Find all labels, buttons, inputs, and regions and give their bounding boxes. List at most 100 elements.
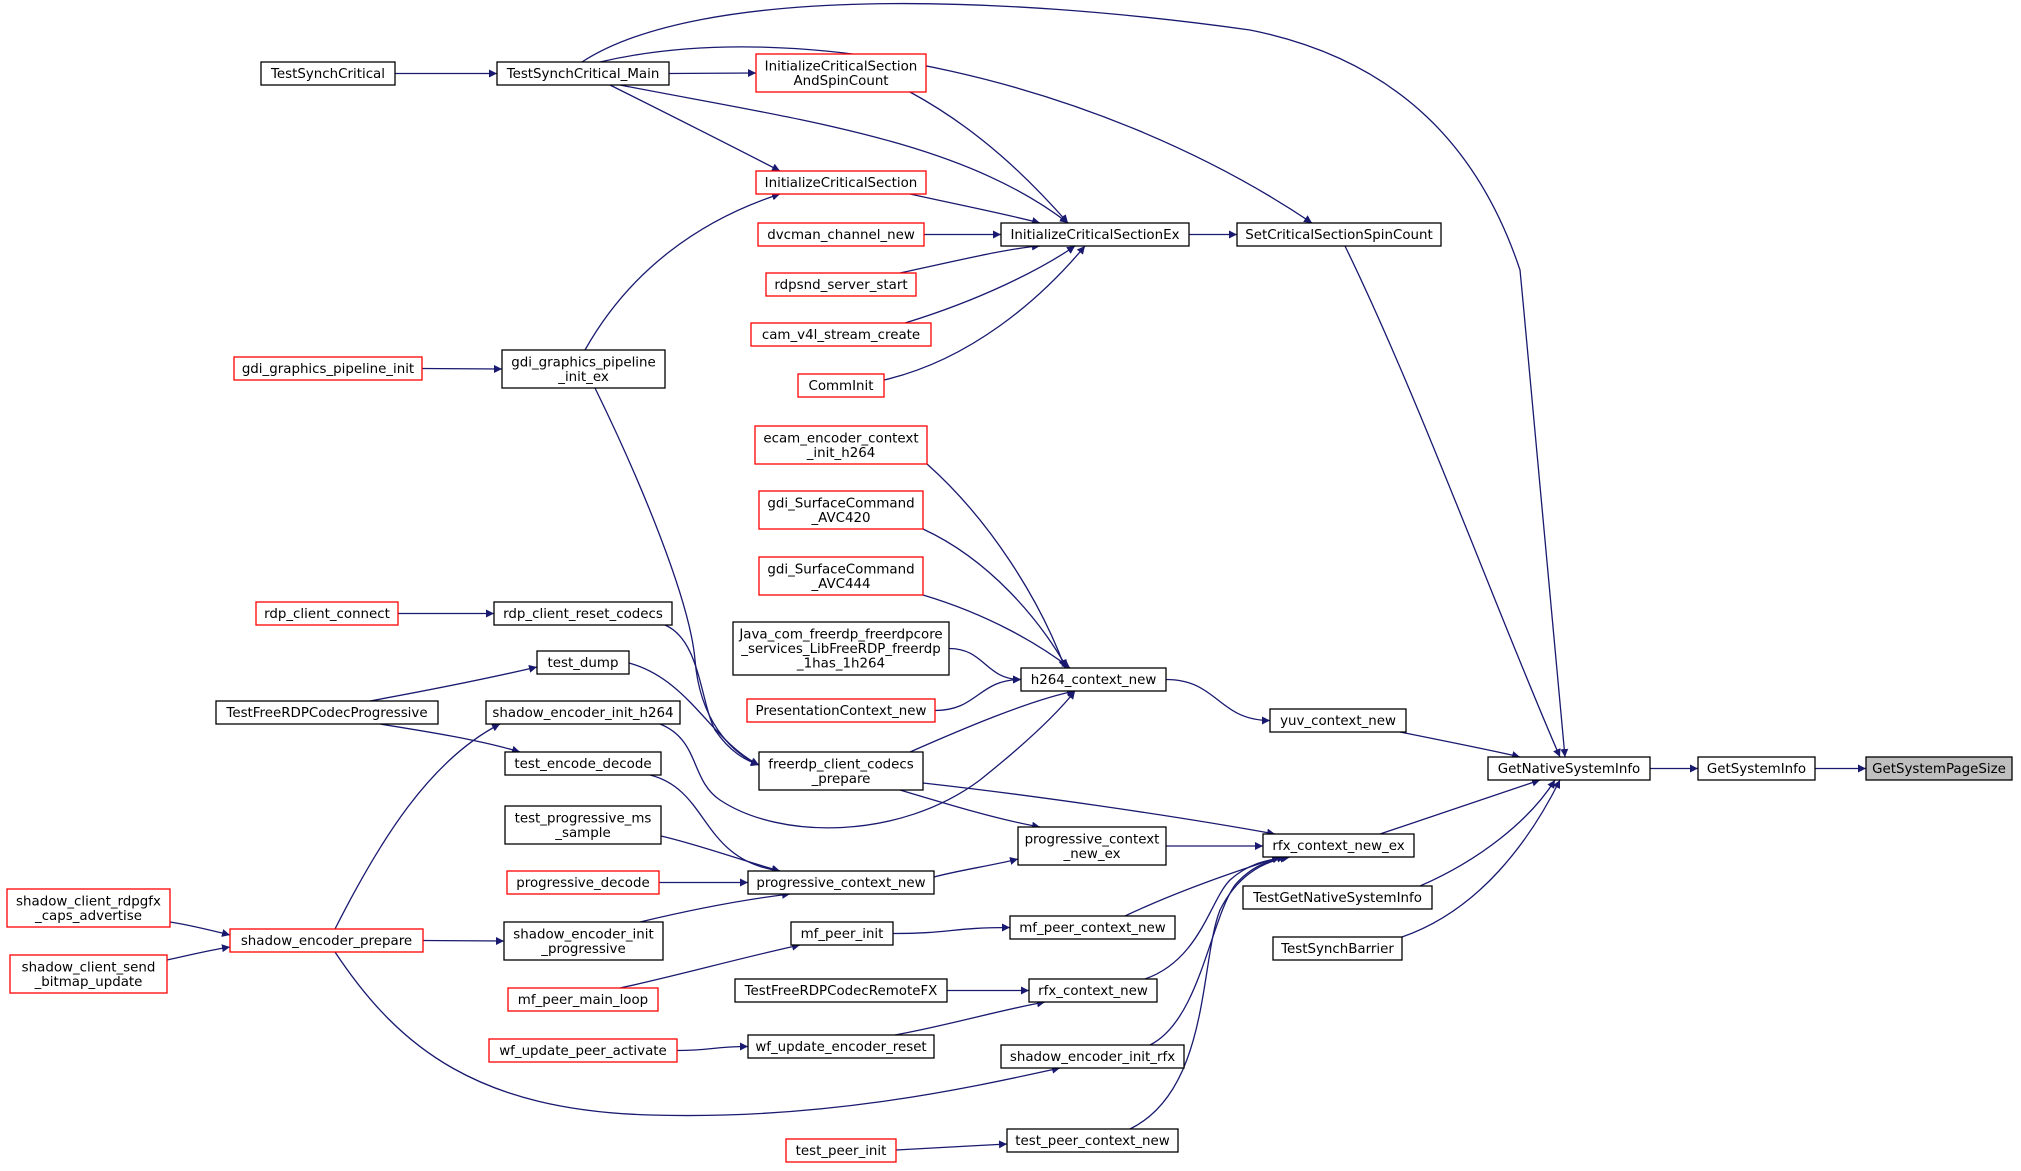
node-cam-v4l-stream-create[interactable]: cam_v4l_stream_create bbox=[750, 322, 932, 347]
node-java-has-h264[interactable]: Java_com_freerdp_freerdpcore_services_Li… bbox=[732, 621, 950, 676]
node-box bbox=[255, 601, 399, 626]
node-box bbox=[758, 490, 924, 530]
node-label: test_encode_decode bbox=[514, 757, 651, 772]
node-shadow-encoder-init-rfx[interactable]: shadow_encoder_init_rfx bbox=[1000, 1044, 1185, 1069]
node-testsynchcritical-main[interactable]: TestSynchCritical_Main bbox=[496, 61, 670, 86]
node-dvcman-channel-new[interactable]: dvcman_channel_new bbox=[757, 222, 925, 247]
node-label: rdp_client_connect bbox=[264, 607, 390, 622]
node-ecam-encoder-context-init-h264[interactable]: ecam_encoder_context_init_h264 bbox=[754, 425, 928, 465]
node-initializecriticalsection[interactable]: InitializeCriticalSection bbox=[755, 170, 927, 195]
call-edge bbox=[909, 688, 1076, 753]
node-initializecriticalsectionex[interactable]: InitializeCriticalSectionEx bbox=[1000, 222, 1190, 247]
node-rdp-client-connect[interactable]: rdp_client_connect bbox=[255, 601, 399, 626]
node-wf-update-encoder-reset[interactable]: wf_update_encoder_reset bbox=[747, 1034, 935, 1059]
node-gdi-surfacecommand-avc444[interactable]: gdi_SurfaceCommand_AVC444 bbox=[758, 556, 924, 596]
node-mf-peer-context-new[interactable]: mf_peer_context_new bbox=[1009, 915, 1176, 940]
node-presentationcontext-new[interactable]: PresentationContext_new bbox=[746, 698, 936, 723]
node-box bbox=[233, 356, 423, 381]
node-test-peer-init[interactable]: test_peer_init bbox=[785, 1138, 897, 1163]
node-box bbox=[755, 53, 927, 93]
node-mf-peer-main-loop[interactable]: mf_peer_main_loop bbox=[507, 987, 659, 1012]
node-setcriticalsectionspincount[interactable]: SetCriticalSectionSpinCount bbox=[1236, 222, 1442, 247]
node-label: _caps_advertise bbox=[34, 909, 142, 924]
call-edge bbox=[334, 723, 501, 930]
node-testfreerdpcodecprogressive[interactable]: TestFreeRDPCodecProgressive bbox=[215, 700, 439, 725]
node-label: Java_com_freerdp_freerdpcore bbox=[738, 628, 942, 643]
node-test-progressive-ms-sample[interactable]: test_progressive_ms_sample bbox=[504, 805, 662, 845]
node-wf-update-peer-activate[interactable]: wf_update_peer_activate bbox=[488, 1038, 678, 1063]
call-edge bbox=[899, 242, 1041, 274]
node-mf-peer-init[interactable]: mf_peer_init bbox=[790, 921, 894, 946]
node-shadow-encoder-init-progressive[interactable]: shadow_encoder_init_progressive bbox=[503, 921, 664, 961]
node-label: TestFreeRDPCodecProgressive bbox=[225, 706, 427, 721]
node-box bbox=[758, 751, 924, 791]
node-label: progressive_context bbox=[1025, 832, 1160, 847]
node-label: _bitmap_update bbox=[34, 975, 143, 990]
node-yuv-context-new[interactable]: yuv_context_new bbox=[1269, 708, 1407, 733]
node-progressive-context-new-ex[interactable]: progressive_context_new_ex bbox=[1017, 826, 1167, 866]
node-rdpsnd-server-start[interactable]: rdpsnd_server_start bbox=[765, 272, 917, 297]
node-testsynchbarrier[interactable]: TestSynchBarrier bbox=[1272, 936, 1403, 961]
call-edge bbox=[584, 192, 781, 351]
call-edge bbox=[599, 46, 1313, 224]
node-shadow-encoder-init-h264[interactable]: shadow_encoder_init_h264 bbox=[485, 700, 681, 725]
node-label: TestFreeRDPCodecRemoteFX bbox=[744, 984, 938, 999]
node-test-encode-decode[interactable]: test_encode_decode bbox=[504, 751, 662, 776]
node-label: shadow_client_rdpgfx bbox=[16, 894, 161, 909]
node-gdi-graphics-pipeline-init-ex[interactable]: gdi_graphics_pipeline_init_ex bbox=[501, 349, 666, 389]
node-label: gdi_SurfaceCommand bbox=[767, 562, 914, 577]
node-label: shadow_encoder_prepare bbox=[241, 934, 412, 949]
node-testgetnativesysteminfo[interactable]: TestGetNativeSystemInfo bbox=[1242, 885, 1433, 910]
node-box bbox=[757, 222, 925, 247]
node-h264-context-new[interactable]: h264_context_new bbox=[1020, 667, 1167, 692]
node-gdi-graphics-pipeline-init[interactable]: gdi_graphics_pipeline_init bbox=[233, 356, 423, 381]
node-testsynchcritical[interactable]: TestSynchCritical bbox=[260, 61, 396, 86]
node-shadow-client-rdpgfx-caps-advertise[interactable]: shadow_client_rdpgfx_caps_advertise bbox=[6, 888, 171, 928]
node-rfx-context-new-ex[interactable]: rfx_context_new_ex bbox=[1262, 833, 1415, 858]
call-edge bbox=[660, 835, 781, 873]
call-edge bbox=[369, 664, 538, 702]
node-label: gdi_graphics_pipeline bbox=[511, 355, 656, 370]
call-edge bbox=[166, 944, 231, 961]
node-shadow-client-send-bitmap-update[interactable]: shadow_client_send_bitmap_update bbox=[9, 954, 168, 994]
node-box bbox=[1020, 667, 1167, 692]
node-getnativesysteminfo[interactable]: GetNativeSystemInfo bbox=[1487, 756, 1651, 781]
node-test-dump[interactable]: test_dump bbox=[536, 650, 630, 675]
node-rdp-client-reset-codecs[interactable]: rdp_client_reset_codecs bbox=[493, 601, 673, 626]
node-test-peer-context-new[interactable]: test_peer_context_new bbox=[1006, 1128, 1179, 1153]
call-edge bbox=[1165, 678, 1271, 725]
node-box bbox=[507, 987, 659, 1012]
node-box bbox=[754, 425, 928, 465]
node-label: GetSystemInfo bbox=[1707, 762, 1806, 777]
call-edge bbox=[909, 91, 1069, 224]
node-gdi-surfacecommand-avc420[interactable]: gdi_SurfaceCommand_AVC420 bbox=[758, 490, 924, 530]
node-box bbox=[765, 272, 917, 297]
node-label: _services_LibFreeRDP_freerdp bbox=[740, 642, 941, 657]
node-box bbox=[750, 322, 932, 347]
node-progressive-context-new[interactable]: progressive_context_new bbox=[747, 870, 935, 895]
node-getsystempagesize[interactable]: GetSystemPageSize bbox=[1865, 756, 2013, 781]
node-progressive-decode[interactable]: progressive_decode bbox=[506, 870, 660, 895]
node-label: _AVC444 bbox=[810, 577, 870, 592]
node-testfreerdpcodecremotefx[interactable]: TestFreeRDPCodecRemoteFX bbox=[734, 978, 948, 1003]
call-edge bbox=[628, 662, 760, 766]
call-edge bbox=[169, 921, 231, 937]
node-box bbox=[1269, 708, 1407, 733]
node-box bbox=[1272, 936, 1403, 961]
node-box bbox=[1028, 978, 1158, 1003]
node-box bbox=[506, 870, 660, 895]
node-box bbox=[504, 751, 662, 776]
node-rfx-context-new[interactable]: rfx_context_new bbox=[1028, 978, 1158, 1003]
node-box bbox=[215, 700, 439, 725]
node-freerdp-client-codecs-prepare[interactable]: freerdp_client_codecs_prepare bbox=[758, 751, 924, 791]
call-edge bbox=[926, 463, 1066, 669]
call-edge bbox=[421, 364, 503, 373]
node-label: _1has_1h264 bbox=[796, 657, 885, 672]
node-label: InitializeCriticalSection bbox=[765, 59, 918, 74]
node-comminit[interactable]: CommInit bbox=[797, 373, 885, 398]
node-getsysteminfo[interactable]: GetSystemInfo bbox=[1697, 756, 1816, 781]
call-edge bbox=[422, 936, 505, 945]
node-label: test_progressive_ms bbox=[515, 811, 652, 826]
node-shadow-encoder-prepare[interactable]: shadow_encoder_prepare bbox=[229, 928, 424, 953]
